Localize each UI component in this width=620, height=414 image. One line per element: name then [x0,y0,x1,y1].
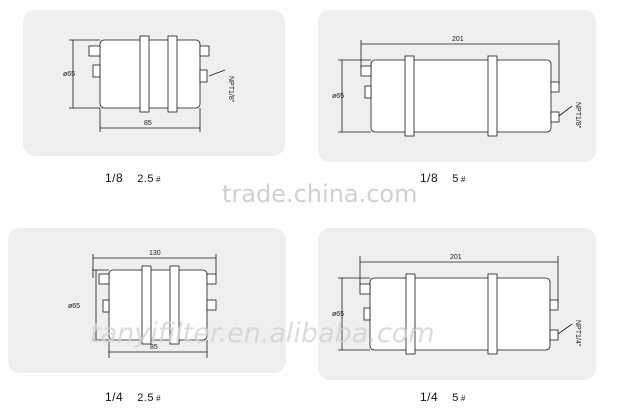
diagram-panel-bottom-left: 130 ø65 85 [8,228,286,373]
watermark-center: trade.china.com [222,180,418,208]
dim-overall-label: 130 [149,250,161,257]
dim-diameter-label: ø65 [332,311,344,318]
dim-length-label: 201 [450,254,462,261]
dim-diameter-label: ø65 [332,93,344,100]
dim-length-label: 85 [144,120,152,127]
diagram-panel-bottom-right: 201 ø65 NPT1/4" [318,228,596,380]
dim-length-label: 201 [452,36,464,43]
caption-unit: # [460,394,466,403]
dim-thread-label: NPT1/4" [574,320,581,347]
caption-unit: # [460,175,466,184]
filter-drawing-short: ø65 85 NPT1/8" [63,35,234,132]
caption-size: 5 [452,392,459,404]
caption-top-left: 1/8 2.5# [105,171,161,185]
diagram-panel-top-left: ø65 85 NPT1/8" [23,10,285,156]
caption-size: 5 [452,173,459,185]
filter-drawing-long: 201 ø65 NPT1/4" [332,254,581,355]
caption-connection: 1/4 [420,390,439,404]
dim-length-label: 85 [150,344,158,351]
dim-thread-label: NPT1/8" [227,76,234,103]
caption-bottom-left: 1/4 2.5# [105,390,161,404]
caption-bottom-right: 1/4 5# [420,390,466,404]
caption-connection: 1/8 [420,171,439,185]
caption-size: 2.5 [137,173,154,185]
dim-thread-label: NPT1/8" [574,102,581,129]
watermark-bottom: tanyifilter.en.alibaba.com [90,318,435,349]
caption-unit: # [155,175,161,184]
caption-size: 2.5 [137,392,154,404]
caption-top-right: 1/8 5# [420,171,466,185]
filter-drawing-long: 201 ø65 NPT1/8" [332,36,581,137]
caption-unit: # [155,394,161,403]
caption-connection: 1/8 [105,171,124,185]
dim-diameter-label: ø65 [63,71,75,78]
dim-diameter-label: ø65 [68,303,80,310]
filter-drawing-short: 130 ø65 85 [68,250,217,358]
diagram-panel-top-right: 201 ø65 NPT1/8" [318,10,596,162]
caption-connection: 1/4 [105,390,124,404]
